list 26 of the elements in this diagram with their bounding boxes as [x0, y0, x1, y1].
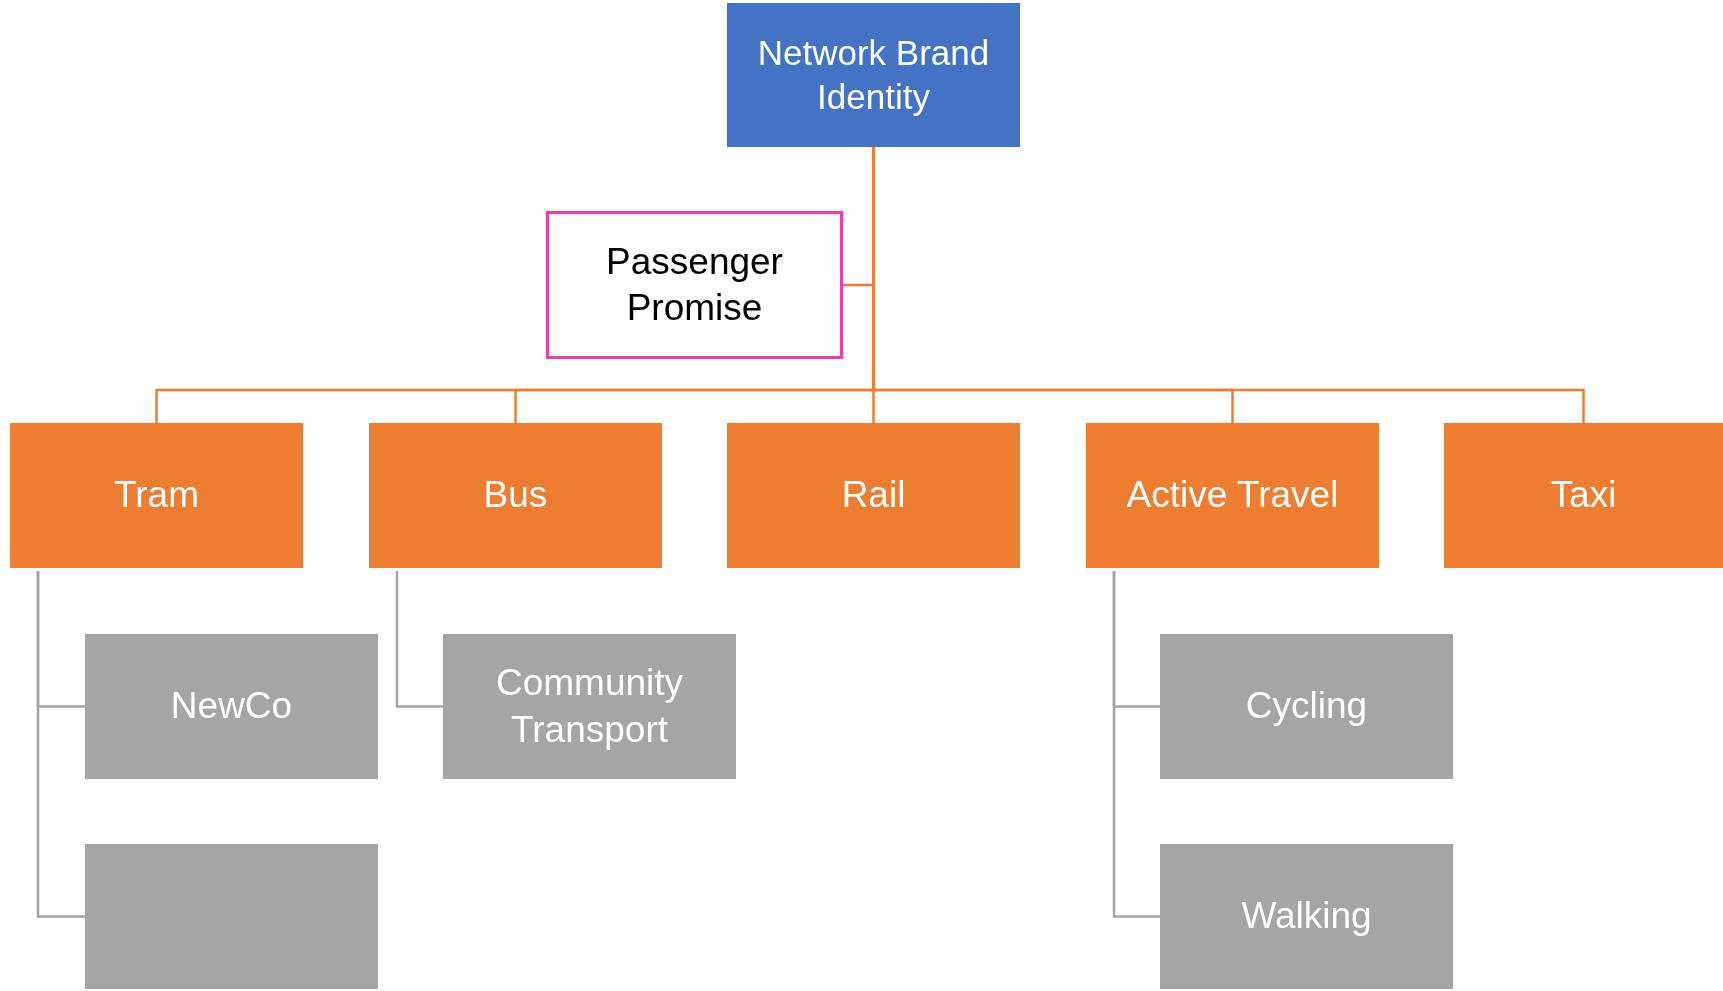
category-box: [10, 423, 303, 568]
connector-line: [395, 571, 443, 708]
node-label: NewCo: [169, 684, 294, 729]
subcategory-box: [1160, 844, 1453, 989]
node-label: Cycling: [1244, 684, 1369, 729]
node-label: Rail: [840, 473, 907, 518]
connector-line: [36, 571, 85, 918]
node-label: Tram: [113, 473, 200, 518]
node-label: Taxi: [1549, 473, 1618, 518]
subcategory-box: [85, 844, 378, 989]
node-label: Passenger Promise: [605, 239, 784, 330]
subcategory-box: [443, 634, 736, 779]
connector-line: [1112, 571, 1160, 918]
node-label: Network Brand Identity: [756, 32, 991, 118]
category-box: [369, 423, 662, 568]
node-label: Active Travel: [1125, 473, 1340, 518]
subcategory-box: [1160, 634, 1453, 779]
promise-box: [546, 211, 843, 359]
node-label: Community Transport: [494, 661, 685, 752]
category-box: [1444, 423, 1723, 568]
category-box: [1086, 423, 1379, 568]
category-box: [727, 423, 1020, 568]
subcategory-box: [85, 634, 378, 779]
title-box: [727, 3, 1020, 147]
node-label: Bus: [482, 473, 549, 518]
node-label: Walking: [1240, 894, 1373, 939]
